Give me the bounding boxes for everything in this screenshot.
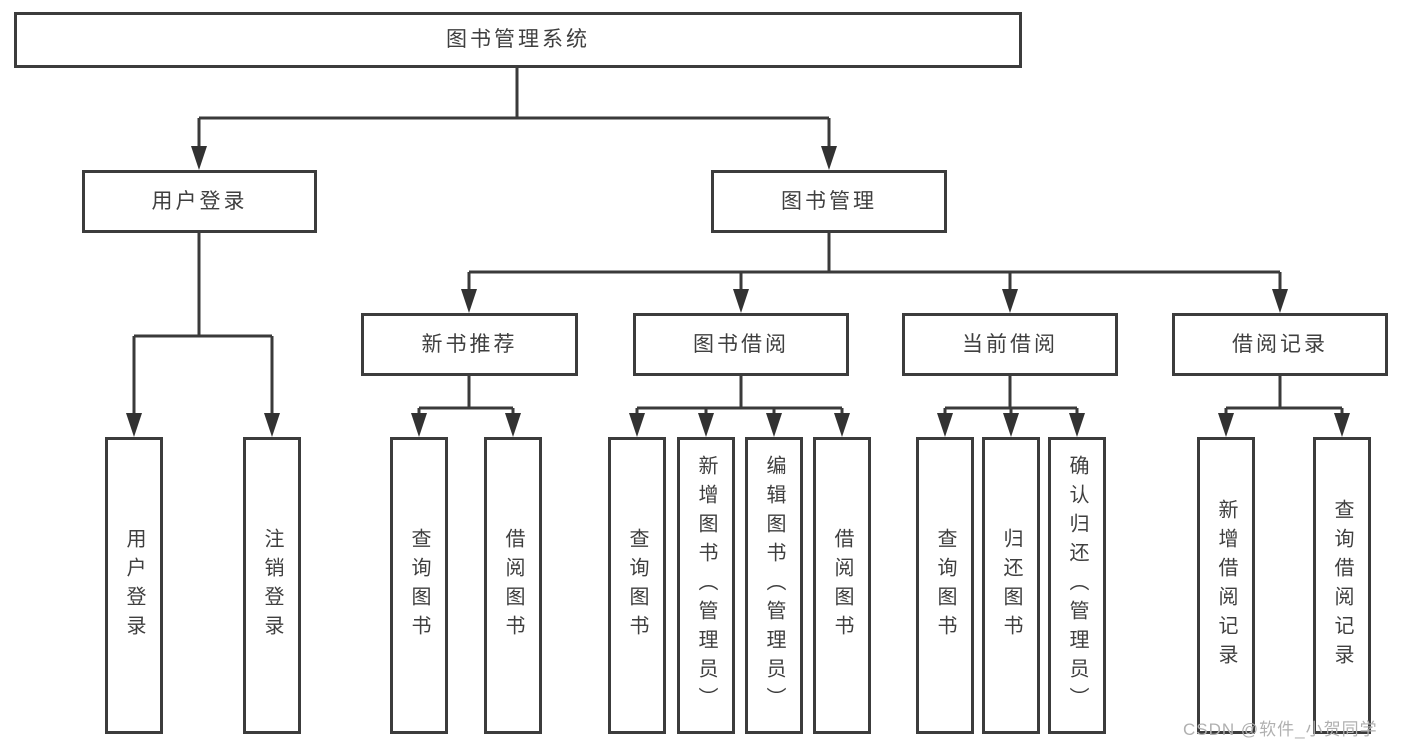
leaf-book-borrow-query: 查询图书: [608, 437, 666, 734]
leaf-book-borrow-borrow-label: 借阅图书: [831, 527, 853, 644]
node-current-borrow-label: 当前借阅: [962, 332, 1058, 356]
leaf-book-borrow-add: 新增图书（管理员）: [677, 437, 735, 734]
node-new-books-label: 新书推荐: [421, 332, 518, 356]
node-book-borrow-label: 图书借阅: [693, 332, 789, 356]
leaf-book-borrow-add-label: 新增图书（管理员）: [695, 455, 717, 716]
leaf-current-borrow-confirm: 确认归还（管理员）: [1048, 437, 1106, 734]
leaf-current-borrow-query-label: 查询图书: [934, 527, 956, 644]
leaf-new-books-query: 查询图书: [390, 437, 448, 734]
connector-book-borrow-to-leaves: [629, 376, 850, 437]
leaf-user-login: 用户登录: [105, 437, 163, 734]
connector-current-borrow-to-leaves: [937, 376, 1085, 437]
node-book-management-label: 图书管理: [781, 189, 877, 213]
node-book-management: 图书管理: [711, 170, 947, 233]
leaf-records-query-label: 查询借阅记录: [1331, 498, 1353, 673]
node-root: 图书管理系统: [14, 12, 1022, 68]
connector-root-to-level2: [191, 68, 837, 170]
connector-borrow-records-to-leaves: [1218, 376, 1350, 437]
leaf-book-borrow-borrow: 借阅图书: [813, 437, 871, 734]
leaf-new-books-query-label: 查询图书: [408, 527, 430, 644]
leaf-records-add-label: 新增借阅记录: [1215, 498, 1237, 673]
connector-book-management-to-level3: [461, 233, 1288, 313]
leaf-book-borrow-query-label: 查询图书: [626, 527, 648, 644]
leaf-new-books-borrow-label: 借阅图书: [502, 527, 524, 644]
leaf-user-login-label: 用户登录: [123, 527, 145, 644]
leaf-current-borrow-confirm-label: 确认归还（管理员）: [1066, 455, 1088, 716]
node-borrow-records: 借阅记录: [1172, 313, 1388, 376]
node-book-borrow: 图书借阅: [633, 313, 849, 376]
csdn-watermark: CSDN @软件_小贺同学: [1183, 720, 1378, 739]
leaf-current-borrow-return-label: 归还图书: [1000, 527, 1022, 644]
leaf-book-borrow-edit: 编辑图书（管理员）: [745, 437, 803, 734]
leaf-logout-label: 注销登录: [261, 527, 283, 644]
node-new-books: 新书推荐: [361, 313, 578, 376]
connector-new-books-to-leaves: [411, 376, 521, 437]
leaf-book-borrow-edit-label: 编辑图书（管理员）: [763, 455, 785, 716]
leaf-logout: 注销登录: [243, 437, 301, 734]
node-current-borrow: 当前借阅: [902, 313, 1118, 376]
node-borrow-records-label: 借阅记录: [1232, 332, 1328, 356]
leaf-current-borrow-return: 归还图书: [982, 437, 1040, 734]
leaf-records-query: 查询借阅记录: [1313, 437, 1371, 734]
node-root-label: 图书管理系统: [446, 28, 590, 52]
leaf-records-add: 新增借阅记录: [1197, 437, 1255, 734]
leaf-new-books-borrow: 借阅图书: [484, 437, 542, 734]
node-user-login-label: 用户登录: [151, 189, 248, 213]
node-user-login: 用户登录: [82, 170, 317, 233]
connector-user-login-to-leaves: [126, 233, 280, 437]
leaf-current-borrow-query: 查询图书: [916, 437, 974, 734]
